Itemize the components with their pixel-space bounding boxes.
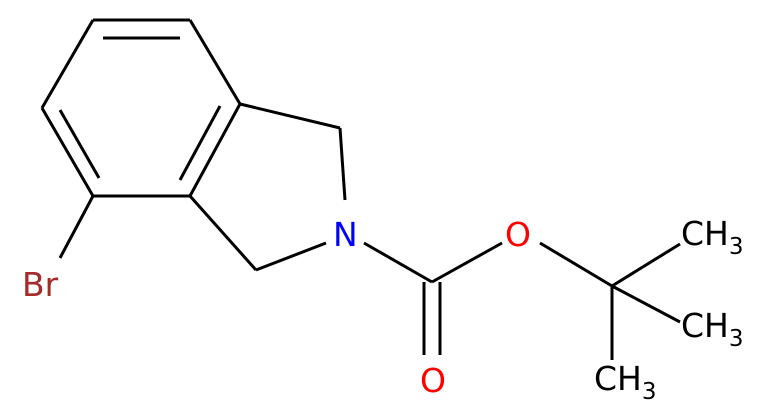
methyl-bottom-subscript: 3	[642, 379, 657, 405]
benzene-ring	[40, 18, 242, 198]
bond-ring-lower-left-inner	[58, 109, 101, 179]
boc-group	[363, 241, 681, 360]
bond-ring-fusion	[188, 103, 242, 197]
bond-upper-ch2-n	[338, 127, 347, 201]
methyl-top-ch: CH	[681, 214, 729, 253]
bond-c-methyl-right	[611, 284, 681, 324]
methyl-bottom-ch: CH	[594, 359, 642, 398]
methyl-label-bottom: CH3	[594, 359, 657, 405]
bond-c-br	[58, 195, 95, 259]
atom-nitrogen: N	[333, 215, 358, 254]
methyl-right-ch: CH	[681, 306, 729, 345]
bond-o-quaternary-c	[539, 241, 613, 288]
bond-c-methyl-top	[611, 242, 681, 288]
bond-ring-upper-right	[188, 19, 242, 105]
five-membered-ring	[188, 102, 347, 272]
bond-ring-lower-left	[40, 107, 95, 197]
bond-lower-ch2-n	[255, 241, 327, 272]
atom-bromine: Br	[22, 265, 59, 304]
methyl-right-subscript: 3	[729, 326, 744, 352]
atom-carbonyl-oxygen: O	[420, 361, 446, 400]
bond-lower-ch2	[188, 195, 258, 271]
methyl-top-subscript: 3	[729, 234, 744, 260]
atom-ester-oxygen: O	[505, 215, 531, 254]
bond-n-carbonyl-c	[363, 241, 433, 284]
bond-carbonyl-c-o-ester	[431, 241, 503, 284]
methyl-label-top: CH3	[681, 214, 744, 260]
methyl-label-right: CH3	[681, 306, 744, 352]
bond-ring-upper-left	[40, 19, 95, 109]
bond-ring-fusion-inner	[178, 105, 222, 181]
bond-upper-ch2	[239, 102, 341, 130]
